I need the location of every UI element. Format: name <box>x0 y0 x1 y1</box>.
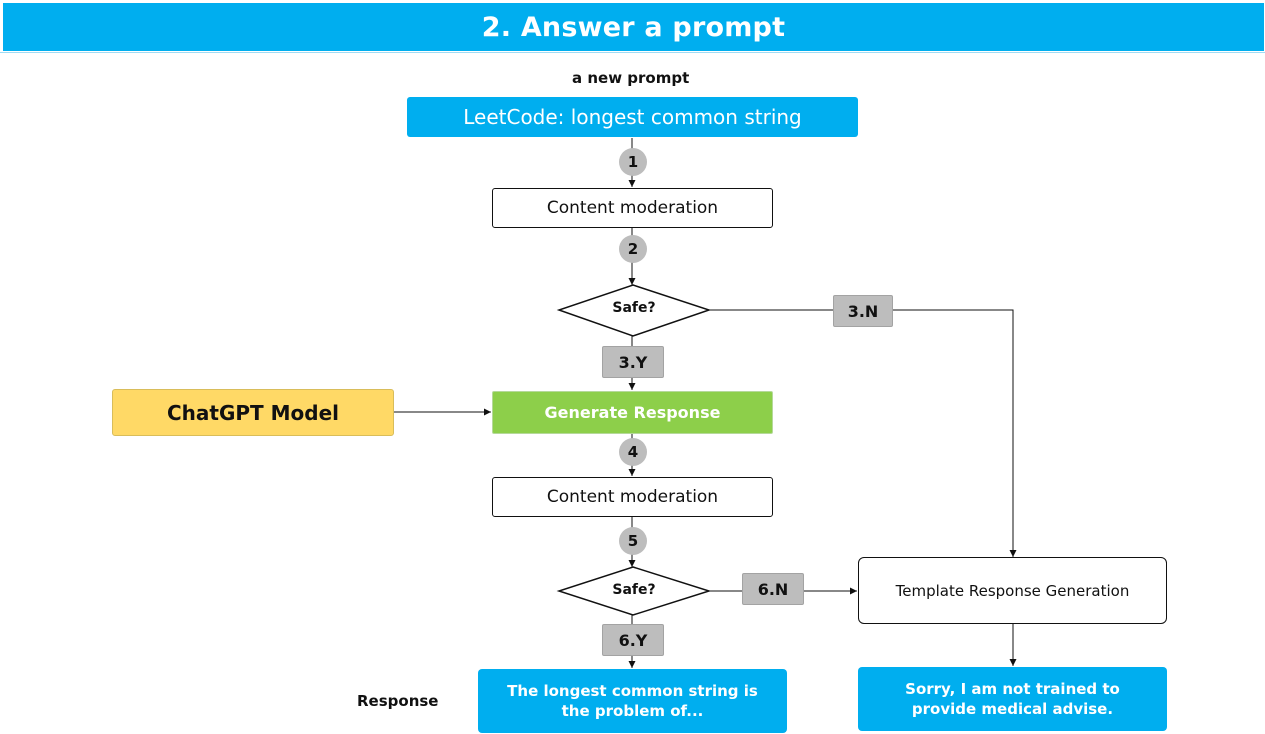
template-response-box: Template Response Generation <box>858 557 1167 624</box>
content-moderation-box-2: Content moderation <box>492 477 773 517</box>
prompt-text: LeetCode: longest common string <box>463 105 802 129</box>
prompt-box: LeetCode: longest common string <box>407 97 858 137</box>
step-badge-5: 5 <box>619 527 647 555</box>
content-moderation-box-1: Content moderation <box>492 188 773 228</box>
step-tag-3y: 3.Y <box>602 346 664 378</box>
step-tag-6y: 6.Y <box>602 624 664 656</box>
response-label: Response <box>357 692 439 710</box>
step-tag-3n: 3.N <box>833 295 893 327</box>
decision-label-1: Safe? <box>612 300 656 316</box>
decision-label-2: Safe? <box>612 582 656 598</box>
decision-diamond-1 <box>556 284 712 337</box>
page-title-text: 2. Answer a prompt <box>481 11 786 43</box>
response-refuse-box: Sorry, I am not trained to provide medic… <box>858 667 1167 731</box>
generate-response-box: Generate Response <box>492 391 773 434</box>
step-badge-4: 4 <box>619 438 647 466</box>
step-badge-2: 2 <box>619 235 647 263</box>
page-title: 2. Answer a prompt <box>3 3 1264 51</box>
header-divider <box>0 52 1265 53</box>
step-tag-6n: 6.N <box>742 573 804 605</box>
chatgpt-model-box: ChatGPT Model <box>112 389 394 436</box>
step-badge-1: 1 <box>619 148 647 176</box>
connector-3n <box>709 309 1017 557</box>
input-label: a new prompt <box>572 69 690 87</box>
decision-diamond-2 <box>556 566 712 616</box>
response-ok-box: The longest common string is the problem… <box>478 669 787 733</box>
